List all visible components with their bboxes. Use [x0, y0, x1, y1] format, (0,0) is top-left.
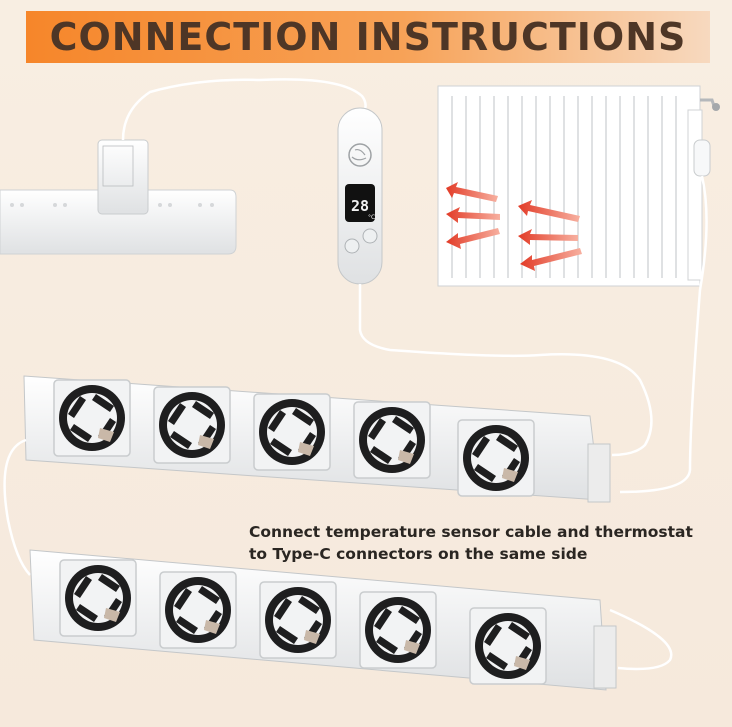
fan-icon — [469, 607, 547, 685]
fan-icon — [153, 386, 231, 464]
fan-icon — [359, 591, 437, 669]
caption-line-1: Connect temperature sensor cable and the… — [249, 523, 693, 541]
fan-bar-bottom — [29, 549, 673, 691]
fan-icon — [457, 419, 535, 497]
power-strip-icon — [0, 189, 237, 255]
heat-arrow-icon — [446, 182, 582, 271]
thermostat-display-value: 28 — [351, 197, 369, 215]
fan-icon — [353, 401, 431, 479]
title-banner: CONNECTION INSTRUCTIONS — [26, 11, 710, 63]
radiator-icon — [437, 85, 720, 494]
connection-caption: Connect temperature sensor cable and the… — [249, 521, 719, 565]
caption-line-2: to Type-C connectors on the same side — [249, 545, 588, 563]
fan-icon — [59, 559, 137, 637]
fan-icon — [53, 379, 131, 457]
thermostat-display-unit: °C — [368, 214, 375, 221]
fan-bar-top — [3, 375, 611, 576]
power-adapter-icon — [97, 78, 367, 215]
fan-icon — [253, 393, 331, 471]
page-title: CONNECTION INSTRUCTIONS — [49, 15, 687, 59]
thermostat-icon: 28 °C — [337, 107, 653, 457]
fan-icon — [259, 581, 337, 659]
fan-icon — [159, 571, 237, 649]
